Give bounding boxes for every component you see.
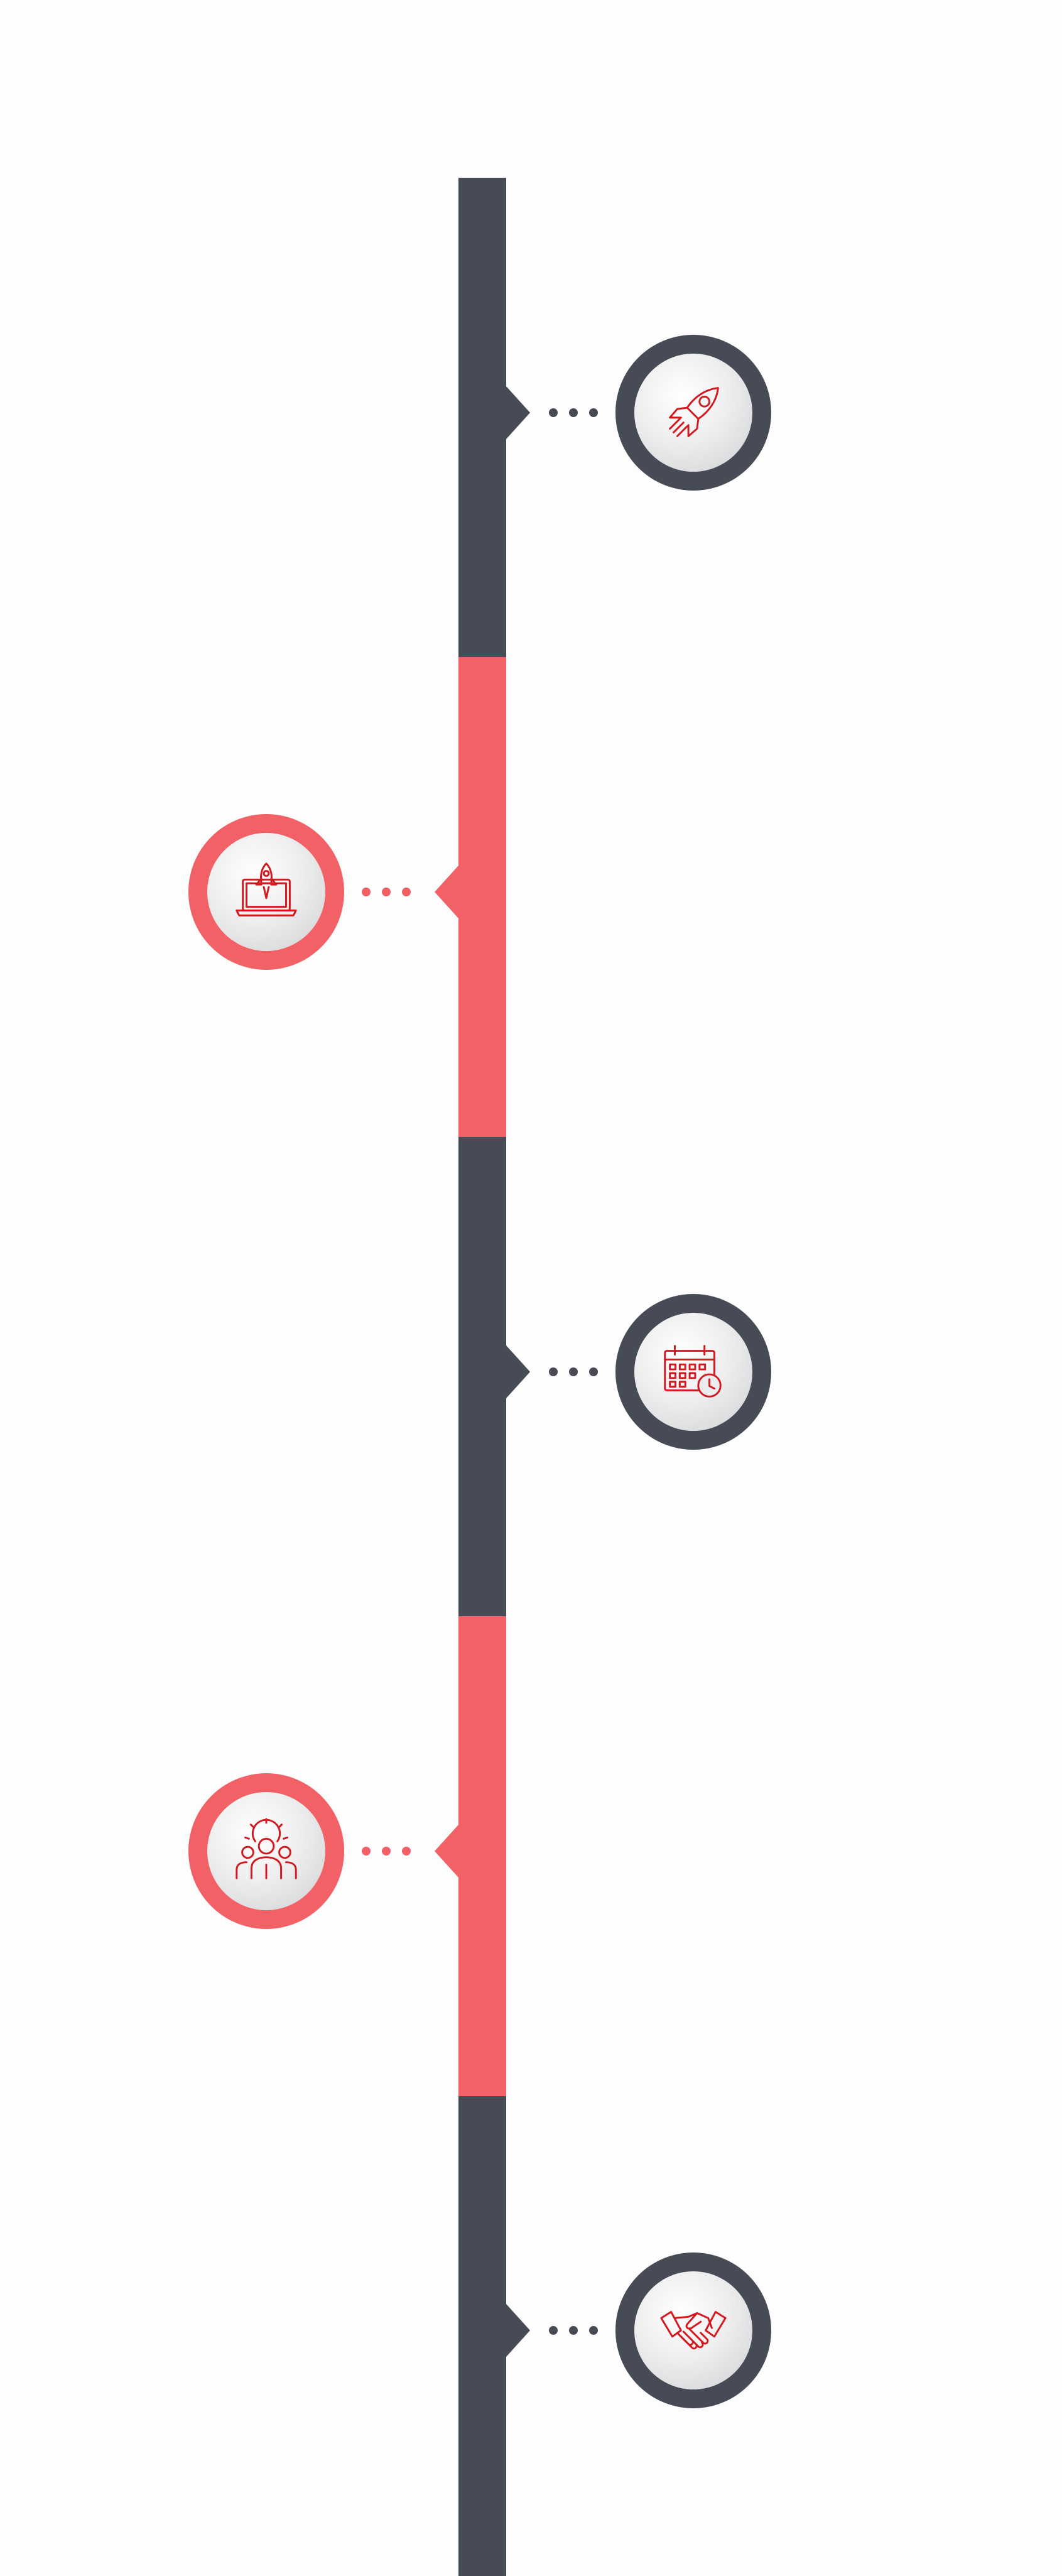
- connector-dot: [589, 408, 598, 417]
- timeline-pointer: [435, 1824, 458, 1878]
- milestone-circle: [188, 1773, 344, 1929]
- timeline-segment-1: [458, 178, 506, 658]
- connector-dot: [569, 2326, 578, 2335]
- milestone-circle: [615, 334, 771, 491]
- handshake-icon: [660, 2311, 727, 2350]
- rocket-icon: [669, 386, 719, 437]
- calendar-clock-icon: [664, 1344, 722, 1398]
- milestone-icon-badge: [207, 1791, 325, 1910]
- timeline-segment-5: [458, 2095, 506, 2576]
- connector-dot: [362, 888, 371, 897]
- timeline-pointer: [506, 386, 530, 439]
- milestone-icon-badge: [634, 1312, 752, 1431]
- timeline-pointer: [435, 866, 458, 919]
- connector-dot: [549, 1367, 558, 1376]
- connector-dot: [382, 1846, 391, 1856]
- connector-dot: [402, 1846, 411, 1856]
- timeline-segment-3: [458, 1136, 506, 1617]
- team-gear-icon: [236, 1818, 297, 1879]
- connector-dot: [382, 888, 391, 897]
- timeline-pointer: [506, 2304, 530, 2357]
- milestone-circle: [615, 2253, 771, 2409]
- connector-dot: [589, 2326, 598, 2335]
- timeline-segment-4: [458, 1616, 506, 2097]
- laptop-rocket-icon: [236, 862, 297, 916]
- milestone-icon-badge: [634, 2271, 752, 2390]
- milestone-circle: [188, 814, 344, 970]
- connector-dot: [589, 1367, 598, 1376]
- connector-dot: [402, 888, 411, 897]
- timeline-pointer: [506, 1345, 530, 1398]
- timeline-segment-2: [458, 657, 506, 1138]
- connector-dot: [569, 408, 578, 417]
- connector-dot: [549, 408, 558, 417]
- connector-dot: [362, 1846, 371, 1856]
- connector-dot: [549, 2326, 558, 2335]
- connector-dot: [569, 1367, 578, 1376]
- milestone-icon-badge: [634, 353, 752, 472]
- milestone-icon-badge: [207, 833, 325, 952]
- milestone-circle: [615, 1293, 771, 1450]
